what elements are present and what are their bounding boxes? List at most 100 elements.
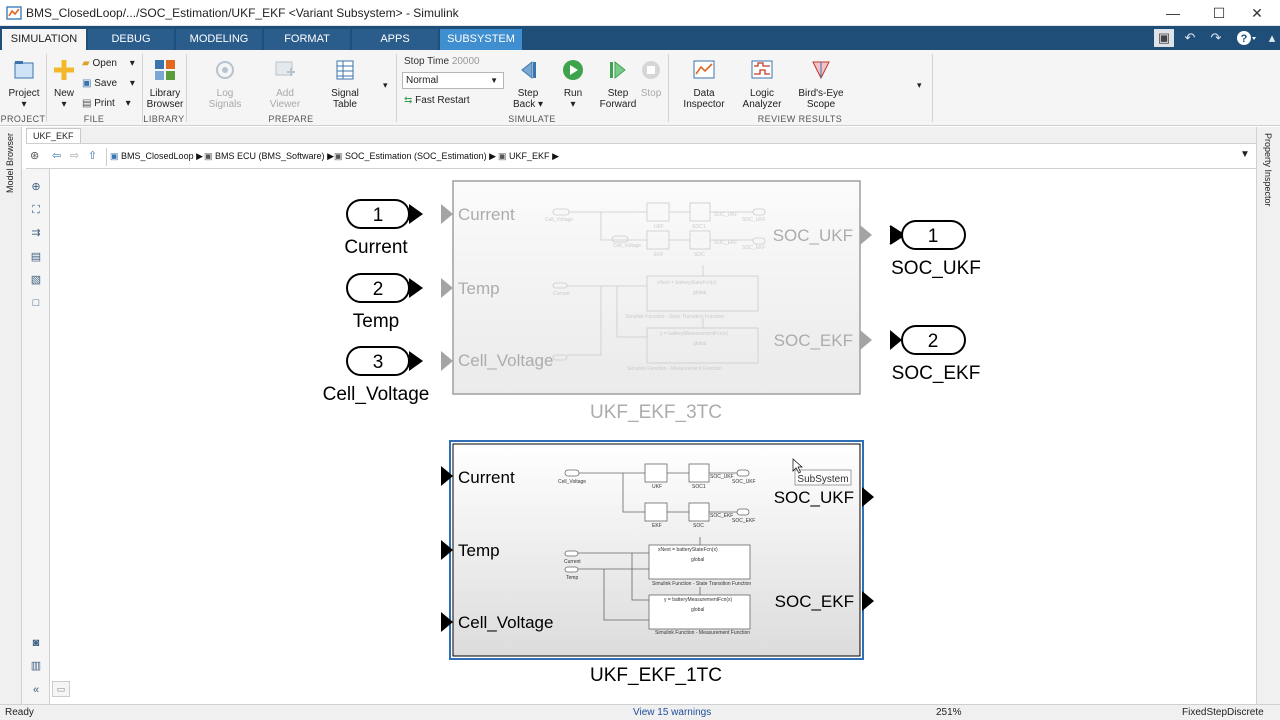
svg-text:SOC_EKF: SOC_EKF xyxy=(742,245,765,251)
model-browser-tab[interactable]: Model Browser xyxy=(5,133,15,194)
tab-modeling[interactable]: MODELING xyxy=(176,29,262,50)
variant-subsystem-icon: ▣ xyxy=(498,151,507,161)
project-button[interactable]: Project ▾ xyxy=(6,58,42,110)
step-back-button[interactable]: Step Back ▾ xyxy=(510,58,546,110)
svg-text:SOC: SOC xyxy=(694,252,705,258)
svg-text:Cell_Voltage: Cell_Voltage xyxy=(558,479,586,485)
explorer-bar-icon[interactable]: ▭ xyxy=(52,681,70,697)
log-signals-button[interactable]: Log Signals xyxy=(202,58,248,110)
simulation-mode-select[interactable]: Normal ▼ xyxy=(402,72,504,89)
screenshot-icon[interactable]: ◙ xyxy=(32,637,40,649)
subsystem-block-ukf-ekf-1tc[interactable]: Current Temp Cell_Voltage SOC_UKF SOC_EK… xyxy=(441,440,874,686)
left-side-strip: Model Browser xyxy=(0,127,22,704)
minimize-button[interactable]: — xyxy=(1166,5,1180,21)
svg-text:SOC1: SOC1 xyxy=(692,484,706,490)
group-label-review-results: REVIEW RESULTS xyxy=(757,114,843,124)
block-diagram[interactable]: 1 Current 2 Temp 3 Cell_Voltage 1 SOC_UK… xyxy=(50,169,1256,704)
logic-analyzer-label-2: Analyzer xyxy=(742,99,782,110)
group-label-prepare: PREPARE xyxy=(268,114,314,124)
tab-debug[interactable]: DEBUG xyxy=(88,29,174,50)
undo-icon[interactable]: ↶ xyxy=(1184,30,1196,45)
step-forward-button[interactable]: Step Forward xyxy=(598,58,638,110)
stop-time-input[interactable]: 20000 xyxy=(451,56,480,67)
model-tab-bar xyxy=(26,127,1256,143)
svg-text:global: global xyxy=(693,290,706,296)
up-arrow-icon[interactable]: ⇧ xyxy=(88,150,98,162)
redo-icon[interactable]: ↷ xyxy=(1210,30,1222,45)
back-arrow-icon[interactable]: ⇦ xyxy=(52,150,62,162)
save-quick-icon[interactable]: ▣ xyxy=(1154,29,1174,47)
log-signals-label-2: Signals xyxy=(208,99,242,110)
tab-format[interactable]: FORMAT xyxy=(264,29,350,50)
breadcrumb-dropdown-icon[interactable]: ▼ xyxy=(1240,149,1250,160)
signal-direction-icon[interactable]: ⇉ xyxy=(31,227,41,239)
model-icon: ▣ xyxy=(110,151,119,161)
add-viewer-button[interactable]: Add Viewer xyxy=(262,58,308,110)
svg-text:SOC_UKF: SOC_UKF xyxy=(710,474,734,480)
outport-block-soc-ekf[interactable]: 2 SOC_EKF xyxy=(890,325,980,384)
inport-block-current[interactable]: 1 Current xyxy=(344,199,423,258)
collapse-ribbon-icon[interactable]: ▴ xyxy=(1268,30,1276,45)
print-button[interactable]: ▤ Print ▾ xyxy=(82,96,131,112)
hide-show-explorer-icon[interactable]: ⊛ xyxy=(30,150,40,162)
svg-text:Simulink Function - Measuremen: Simulink Function - Measurement Function xyxy=(655,630,750,636)
run-button[interactable]: Run ▾ xyxy=(556,58,590,110)
property-inspector-tab[interactable]: Property Inspector xyxy=(1263,133,1273,207)
subsystem-thumbnail xyxy=(564,463,751,630)
breadcrumb-item-soc-estimation[interactable]: ▣ SOC_Estimation (SOC_Estimation) ▶ xyxy=(334,151,497,161)
svg-text:Cell_Voltage: Cell_Voltage xyxy=(545,217,573,223)
fit-to-view-icon[interactable]: ⛶ xyxy=(32,204,40,216)
subsystem-tooltip: SubSystem xyxy=(794,469,852,486)
logic-analyzer-icon xyxy=(751,60,773,79)
log-signals-icon xyxy=(216,61,234,79)
svg-text:?: ? xyxy=(1241,33,1248,45)
image-icon[interactable]: ▧ xyxy=(30,274,42,286)
help-icon[interactable]: ? xyxy=(1234,29,1258,47)
logic-analyzer-button[interactable]: Logic Analyzer xyxy=(738,58,786,110)
new-button[interactable]: New ▾ xyxy=(50,58,78,110)
data-inspector-button[interactable]: Data Inspector xyxy=(680,58,728,110)
breadcrumb-item-bms-closedloop[interactable]: ▣ BMS_ClosedLoop ▶ xyxy=(110,151,204,161)
library-browser-label-2: Browser xyxy=(146,99,184,110)
tab-simulation[interactable]: SIMULATION xyxy=(2,29,86,50)
outport-block-soc-ukf[interactable]: 1 SOC_UKF xyxy=(889,220,981,279)
breadcrumb-item-bms-ecu[interactable]: ▣ BMS ECU (BMS_Software) ▶ xyxy=(204,151,334,161)
open-button[interactable]: ▰ Open ▾ xyxy=(82,56,135,72)
port-label-soc-ukf: SOC_UKF xyxy=(773,226,853,245)
inport-block-temp[interactable]: 2 Temp xyxy=(346,273,423,332)
step-forward-icon xyxy=(610,60,626,80)
view-warnings-link[interactable]: View 15 warnings xyxy=(633,707,712,718)
fast-restart-toggle[interactable]: ⇆ Fast Restart xyxy=(404,95,470,106)
stop-button[interactable]: Stop xyxy=(638,58,664,99)
library-browser-button[interactable]: Library Browser xyxy=(146,58,184,110)
signal-table-button[interactable]: Signal Table xyxy=(322,58,368,110)
maximize-button[interactable]: ☐ xyxy=(1212,5,1226,21)
breadcrumb-item-ukf-ekf[interactable]: ▣ UKF_EKF ▶ xyxy=(498,151,559,161)
area-icon[interactable]: □ xyxy=(32,297,40,309)
dropdown-arrow-icon: ▾ xyxy=(570,99,576,110)
annotation-icon[interactable]: ▤ xyxy=(30,251,42,263)
forward-arrow-icon[interactable]: ⇨ xyxy=(70,150,80,162)
prepare-gallery-dropdown-icon[interactable]: ▾ xyxy=(383,80,388,90)
subsystem-block-ukf-ekf-3tc[interactable]: Current Temp Cell_Voltage SOC_UKF SOC_EK… xyxy=(441,180,872,423)
model-data-icon[interactable]: ▥ xyxy=(30,660,42,672)
save-button[interactable]: ▣ Save ▾ xyxy=(82,76,135,92)
tab-subsystem[interactable]: SUBSYSTEM xyxy=(440,29,522,50)
outport-number: 1 xyxy=(928,226,939,247)
open-label: Open xyxy=(92,58,117,69)
fast-restart-label: Fast Restart xyxy=(415,95,470,106)
birds-eye-scope-button[interactable]: Bird's-Eye Scope xyxy=(796,58,846,110)
tab-apps[interactable]: APPS xyxy=(352,29,438,50)
stop-icon xyxy=(642,61,660,79)
close-button[interactable]: ✕ xyxy=(1251,5,1263,21)
review-gallery-dropdown-icon[interactable]: ▾ xyxy=(917,80,922,90)
model-canvas[interactable]: 1 Current 2 Temp 3 Cell_Voltage 1 SOC_UK… xyxy=(50,169,1256,704)
zoom-icon[interactable]: ⊕ xyxy=(31,181,41,193)
step-back-label: Step xyxy=(517,88,539,99)
port-label-soc-ekf: SOC_EKF xyxy=(774,331,853,350)
solver-name[interactable]: FixedStepDiscrete xyxy=(1182,707,1264,718)
inport-block-cell-voltage[interactable]: 3 Cell_Voltage xyxy=(323,346,430,405)
port-label-soc-ekf: SOC_EKF xyxy=(775,592,854,611)
collapse-palette-icon[interactable]: « xyxy=(32,684,40,696)
model-tab-ukf-ekf[interactable]: UKF_EKF xyxy=(26,128,81,143)
